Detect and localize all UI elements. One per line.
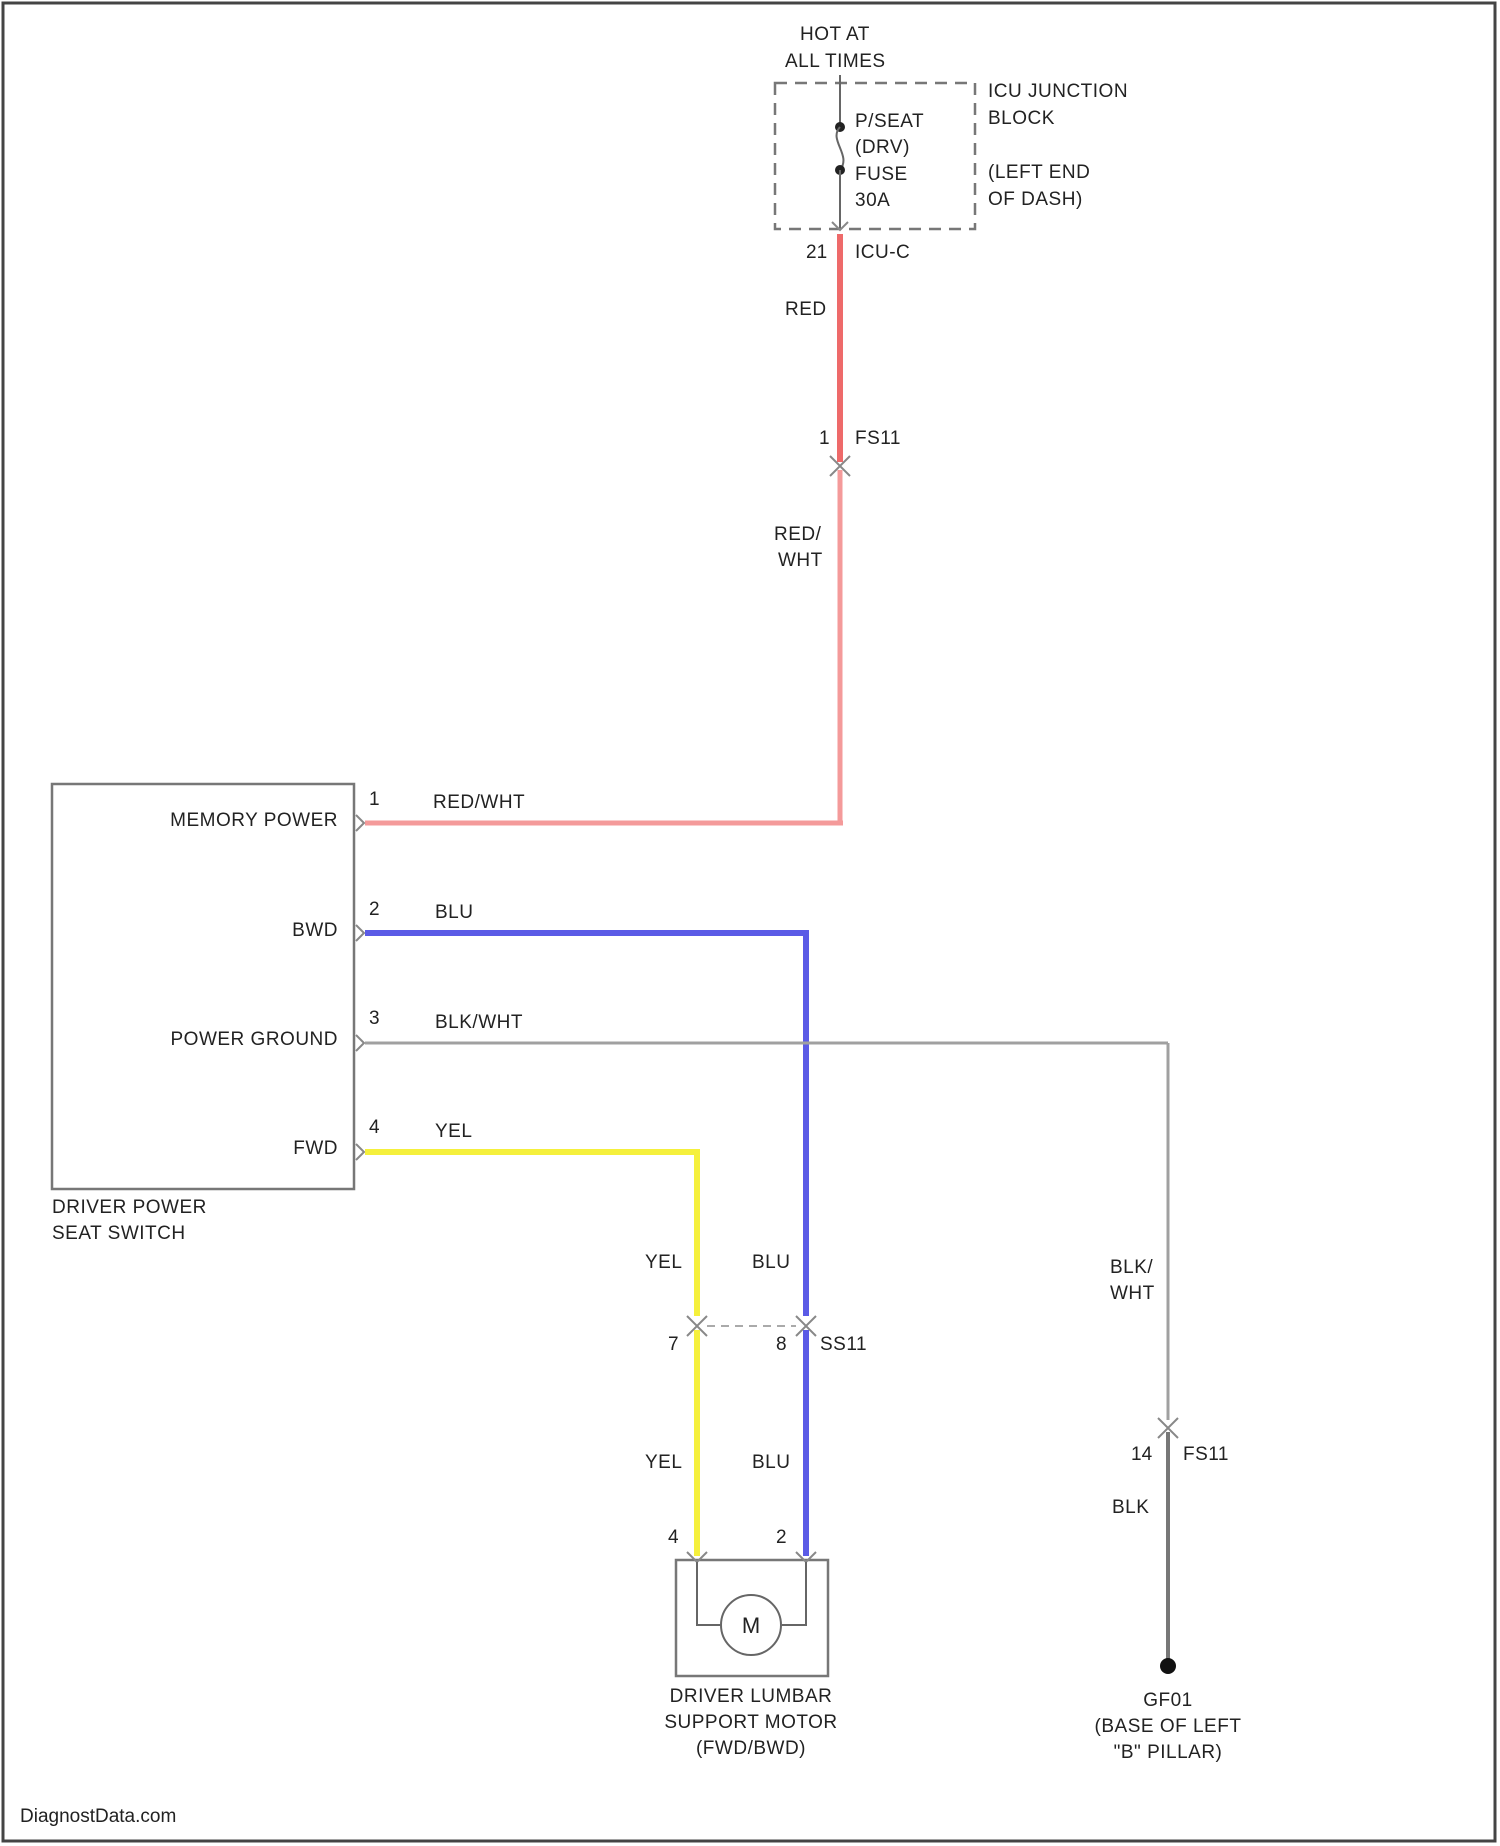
- ground-point: [1160, 1658, 1176, 1674]
- yel-horizontal-label: YEL: [435, 1121, 472, 1142]
- switch-pin2-terminal: [356, 925, 364, 941]
- junction-location-line1: (LEFT END: [988, 162, 1090, 183]
- switch-pin3-label: POWER GROUND: [171, 1029, 339, 1050]
- ground-location-line2: "B" PILLAR): [1114, 1742, 1223, 1763]
- yel-vertical-label-lower: YEL: [645, 1452, 682, 1473]
- motor-pin-right: 2: [776, 1527, 787, 1548]
- switch-pin4-label: FWD: [293, 1138, 338, 1159]
- switch-pin3-terminal: [356, 1035, 364, 1051]
- blu-vertical-label-lower: BLU: [752, 1452, 790, 1473]
- ground-location-line1: (BASE OF LEFT: [1095, 1716, 1242, 1737]
- ss11-connector-name: SS11: [820, 1334, 867, 1355]
- switch-name-line2: SEAT SWITCH: [52, 1223, 186, 1244]
- fs11-top-name: FS11: [855, 428, 901, 449]
- ss11-pin-b: 8: [776, 1334, 787, 1355]
- ground-name: GF01: [1143, 1690, 1193, 1711]
- switch-pin1-number: 1: [369, 789, 380, 810]
- diagram-border: [3, 3, 1495, 1841]
- switch-pin2-number: 2: [369, 899, 380, 920]
- switch-pin2-label: BWD: [292, 920, 338, 941]
- blk-wht-inline-label: BLK/WHT: [435, 1012, 523, 1033]
- yel-vertical-label-upper: YEL: [645, 1252, 682, 1273]
- blu-horizontal-label: BLU: [435, 902, 473, 923]
- motor-internal-wire-left: [697, 1562, 720, 1625]
- icu-c-pin-number: 21: [806, 242, 827, 263]
- junction-location-line2: OF DASH): [988, 189, 1083, 210]
- fs11-bottom-name: FS11: [1183, 1444, 1229, 1465]
- junction-name-line2: BLOCK: [988, 108, 1055, 129]
- red-wht-label-line2: WHT: [778, 550, 823, 571]
- motor-name-line1: DRIVER LUMBAR: [670, 1686, 833, 1707]
- switch-pin4-number: 4: [369, 1117, 380, 1138]
- fs11-top-pin: 1: [819, 428, 830, 449]
- switch-pin1-terminal: [356, 815, 364, 831]
- switch-pin1-label: MEMORY POWER: [170, 810, 338, 831]
- icu-c-connector-name: ICU-C: [855, 242, 910, 263]
- hot-at-label: HOT AT: [800, 24, 870, 45]
- motor-name-line3: (FWD/BWD): [696, 1738, 806, 1759]
- switch-name-line1: DRIVER POWER: [52, 1197, 207, 1218]
- fs11-bottom-pin: 14: [1131, 1444, 1153, 1465]
- watermark: DiagnostData.com: [20, 1806, 176, 1827]
- fuse-label-line3: FUSE: [855, 164, 908, 185]
- switch-pin3-number: 3: [369, 1008, 380, 1029]
- blk-wire-label: BLK: [1112, 1497, 1149, 1518]
- fuse-label-line2: (DRV): [855, 137, 910, 158]
- all-times-label: ALL TIMES: [785, 51, 886, 72]
- red-wire-label: RED: [785, 299, 827, 320]
- blk-wht-label-line2: WHT: [1110, 1283, 1155, 1304]
- fuse-label-line1: P/SEAT: [855, 111, 924, 132]
- blu-vertical-label-upper: BLU: [752, 1252, 790, 1273]
- fuse-label-line4: 30A: [855, 190, 890, 211]
- ss11-pin7-male: [687, 1316, 707, 1326]
- motor-symbol-letter: M: [742, 1613, 760, 1638]
- fuse-symbol: [837, 127, 844, 170]
- ss11-pin8-male: [796, 1316, 816, 1326]
- blk-wht-label-line1: BLK/: [1110, 1257, 1153, 1278]
- junction-name-line1: ICU JUNCTION: [988, 81, 1128, 102]
- switch-pin4-terminal: [356, 1144, 364, 1160]
- motor-internal-wire-right: [782, 1562, 806, 1625]
- ss11-pin-a: 7: [668, 1334, 679, 1355]
- motor-name-line2: SUPPORT MOTOR: [664, 1712, 837, 1733]
- seat-switch-box: [52, 784, 354, 1189]
- motor-pin-left: 4: [668, 1527, 679, 1548]
- red-wht-inline-label: RED/WHT: [433, 792, 525, 813]
- red-wht-label-line1: RED/: [774, 524, 822, 545]
